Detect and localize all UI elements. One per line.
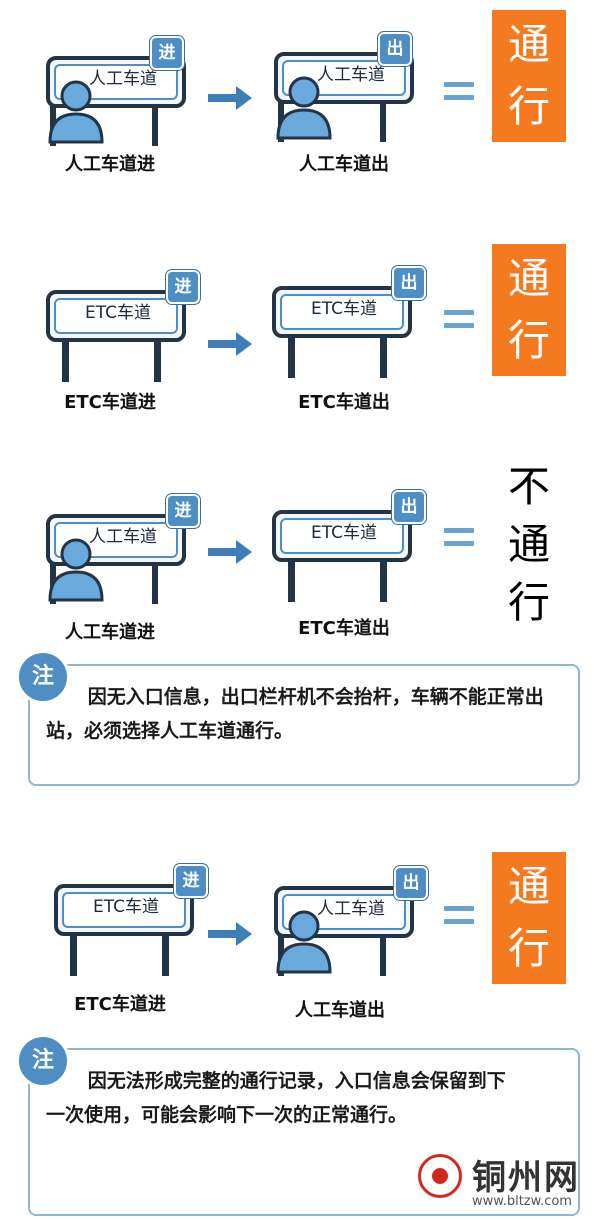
exit-caption: 人工车道出 [295,1000,385,1021]
site-url: www.bltzw.com [472,1194,572,1209]
result-char: 通 [507,862,550,911]
note-badge: 注 [16,1034,70,1088]
result-char: 通 [507,20,550,69]
exit-lane-sign: 人工车道 出 [272,866,428,980]
result-pass: 通 行 [492,852,566,984]
equals-icon [444,906,474,924]
exit-lane-sign: 人工车道 出 [272,32,422,146]
result-char: 通 [507,254,550,303]
result-pass: 通 行 [492,244,566,376]
site-watermark: 铜州网 www.bltzw.com [418,1150,594,1214]
entry-caption: ETC车道进 [74,994,166,1015]
person-icon [48,538,104,602]
entry-tag: 进 [166,494,200,528]
lane-sign-label: ETC车道 [311,523,377,543]
lane-sign-board [46,290,186,382]
exit-caption: ETC车道出 [298,618,390,639]
lane-sign-board [46,514,186,604]
equals-icon [444,82,474,100]
entry-caption: 人工车道进 [65,154,155,175]
result-char: 行 [507,924,550,973]
lane-sign-board [272,286,412,378]
entry-lane-sign: 人工车道 进 [44,36,194,150]
entry-caption: 人工车道进 [65,622,155,643]
row-manual-etc: 人工车道 进 人工车道进 ETC车道 出 ETC车道出 不 通 行 [0,458,600,658]
exit-caption: 人工车道出 [299,154,389,175]
lane-sign-board [54,884,194,976]
equals-icon [444,310,474,328]
entry-caption: ETC车道进 [64,392,156,413]
note-text: 因无法形成完整的通行记录，入口信息会保留到下一次使用，可能会影响下一次的正常通行… [46,1070,506,1126]
entry-tag: 进 [174,864,208,898]
entry-lane-sign: ETC车道 进 [52,864,208,978]
arrow-right-icon [208,332,252,356]
result-char: 行 [507,82,550,131]
exit-lane-sign: ETC车道 出 [270,490,426,604]
note-box: 注 因无入口信息，出口栏杆机不会抬杆，车辆不能正常出站，必须选择人工车道通行。 [16,650,580,786]
row-etc-etc: ETC车道 进 ETC车道进 ETC车道 出 ETC车道出 通 行 [0,244,600,424]
exit-lane-sign: ETC车道 出 [270,266,426,380]
lane-sign-label: 人工车道 [317,65,385,85]
lane-sign-board [272,510,412,602]
entry-lane-sign: ETC车道 进 [44,270,200,384]
site-name: 铜州网 [472,1158,580,1198]
person-icon [276,76,332,140]
result-char: 行 [507,578,550,627]
result-no-pass: 不 通 行 [492,454,566,636]
arrow-right-icon [208,86,252,110]
lane-sign-label: 人工车道 [89,69,157,89]
lane-sign-label: 人工车道 [317,899,385,919]
lane-sign-label: 人工车道 [89,527,157,547]
note-box: 注 因无法形成完整的通行记录，入口信息会保留到下一次使用，可能会影响下一次的正常… [16,1034,580,1216]
result-char: 通 [507,520,550,569]
result-pass: 通 行 [492,10,566,142]
arrow-right-icon [208,540,252,564]
arrow-right-icon [208,922,252,946]
lane-sign-label: ETC车道 [85,303,151,323]
lane-sign-label: ETC车道 [311,299,377,319]
person-icon [48,80,104,144]
entry-lane-sign: 人工车道 进 [44,494,200,608]
exit-tag: 出 [394,866,428,900]
entry-tag: 进 [166,270,200,304]
lane-sign-label: ETC车道 [93,897,159,917]
entry-tag: 进 [150,36,184,70]
note-badge: 注 [16,650,70,704]
lane-sign-board [274,886,414,976]
exit-tag: 出 [392,490,426,524]
result-char: 不 [507,462,550,511]
person-icon [276,910,332,974]
lane-sign-board [274,52,414,142]
row-etc-manual: ETC车道 进 ETC车道进 人工车道 出 人工车道出 通 行 [0,848,600,1028]
lane-sign-board [46,56,186,146]
exit-tag: 出 [378,32,412,66]
exit-tag: 出 [392,266,426,300]
site-logo-icon [418,1154,462,1198]
result-char: 行 [507,316,550,365]
exit-caption: ETC车道出 [298,392,390,413]
row-manual-manual: 人工车道 进 人工车道进 人工车道 出 人工车道出 通 行 [0,10,600,190]
equals-icon [444,528,474,546]
note-text: 因无入口信息，出口栏杆机不会抬杆，车辆不能正常出站，必须选择人工车道通行。 [46,686,544,742]
